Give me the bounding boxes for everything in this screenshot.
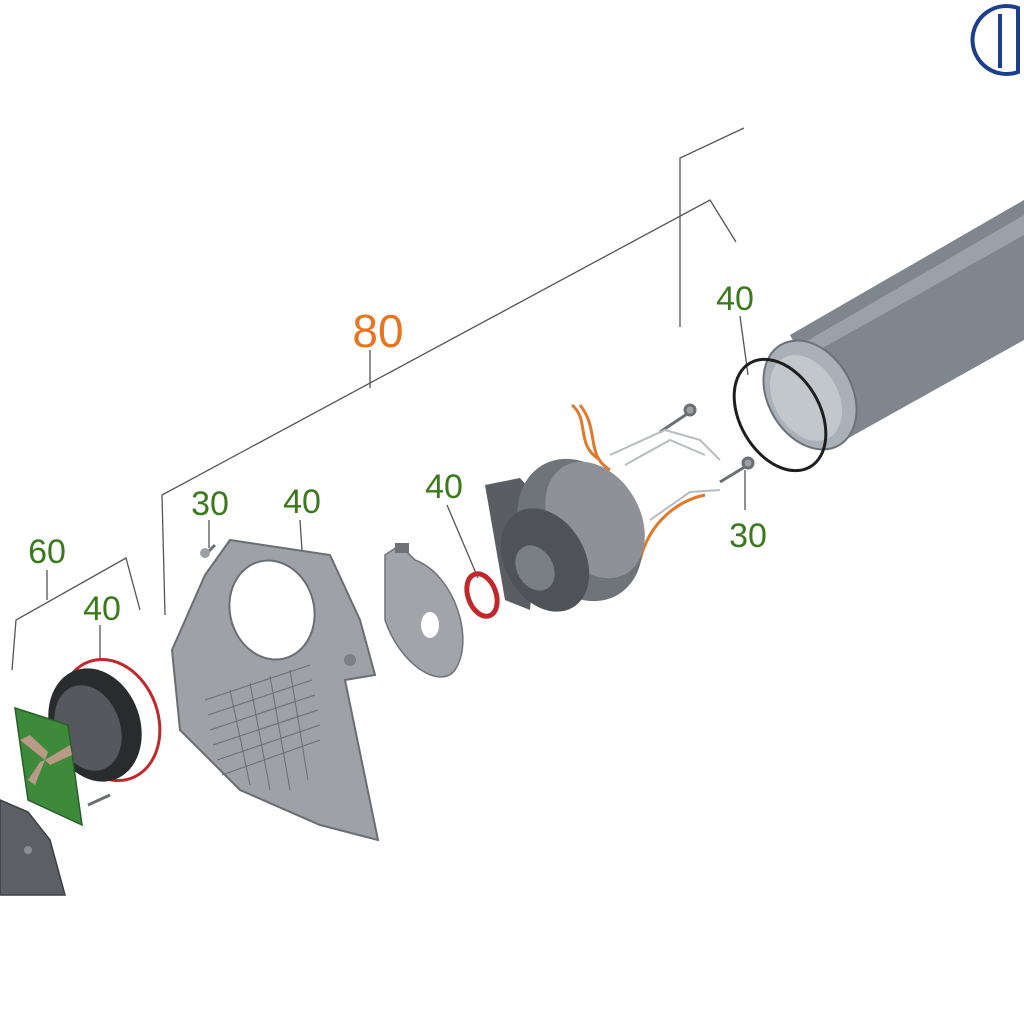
leader-lines	[11, 127, 749, 671]
cover-screw	[24, 846, 32, 854]
bracket-tube	[679, 127, 745, 327]
fan-blades	[20, 735, 72, 785]
grille-mesh	[204, 664, 321, 791]
screw-left	[200, 543, 217, 558]
callout-30-right: 30	[729, 517, 767, 555]
brand-logo-icon	[970, 4, 1020, 76]
motor-assembly	[14, 657, 162, 827]
leader-40-oring	[446, 504, 479, 579]
wires	[570, 403, 721, 561]
callout-40-tube: 40	[716, 280, 754, 318]
grille-housing	[170, 538, 380, 842]
callout-40-housing: 40	[283, 483, 321, 521]
callout-60: 60	[28, 533, 66, 571]
o-ring-small	[464, 571, 500, 619]
callout-labels: 80 60 40 40 40 40 30 30	[28, 280, 767, 628]
callout-40-oring: 40	[425, 468, 463, 506]
bracket-80	[161, 199, 737, 616]
bracket-60	[11, 557, 141, 671]
lower-cover-part	[0, 799, 66, 896]
impeller-disc	[384, 543, 464, 678]
callout-40-motor: 40	[83, 590, 121, 628]
tube-seal-ring	[732, 357, 828, 473]
callout-30-left: 30	[191, 485, 229, 523]
callout-80: 80	[352, 305, 403, 357]
screws-right	[659, 403, 755, 484]
motor-housing	[485, 458, 645, 612]
tube-part	[732, 200, 1024, 473]
